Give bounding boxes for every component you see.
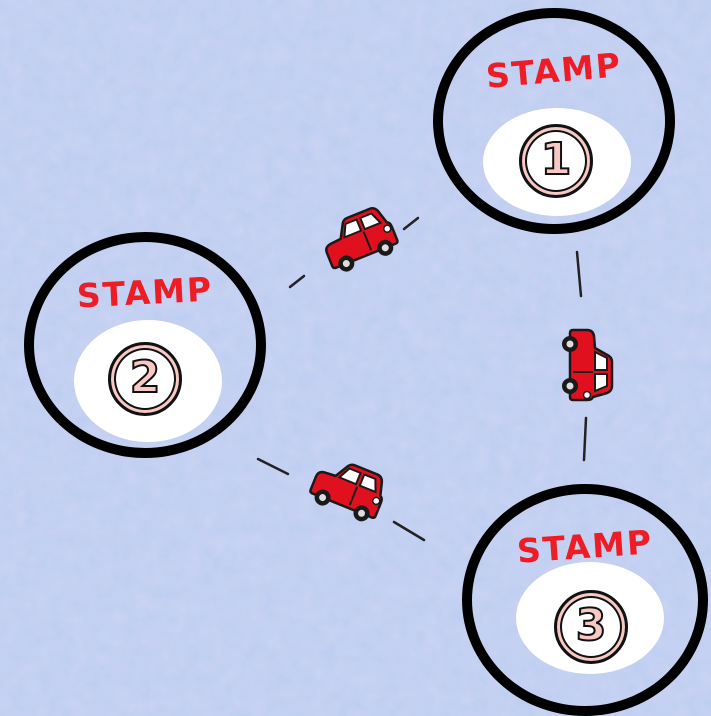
circled-number-badge — [554, 590, 628, 664]
stamp-number: 3 — [575, 600, 608, 651]
route-line-segment — [582, 416, 588, 462]
route-line-segment — [288, 274, 306, 289]
stamp-3[interactable]: STAMP 3 — [462, 484, 708, 716]
route-line-segment — [392, 520, 426, 542]
red-car-icon — [305, 452, 392, 528]
stamp-number: 1 — [540, 134, 573, 185]
route-line-segment — [402, 216, 420, 231]
stamp-number: 2 — [129, 352, 162, 403]
stamp-2[interactable]: STAMP 2 — [24, 232, 266, 458]
stamp-1[interactable]: STAMP 1 — [433, 8, 675, 234]
route-line-segment — [575, 250, 583, 298]
red-car-icon — [560, 328, 614, 402]
circled-number-badge — [108, 342, 182, 416]
red-car-icon — [316, 202, 403, 278]
route-line-segment — [256, 457, 290, 476]
circled-number-badge — [519, 124, 593, 198]
